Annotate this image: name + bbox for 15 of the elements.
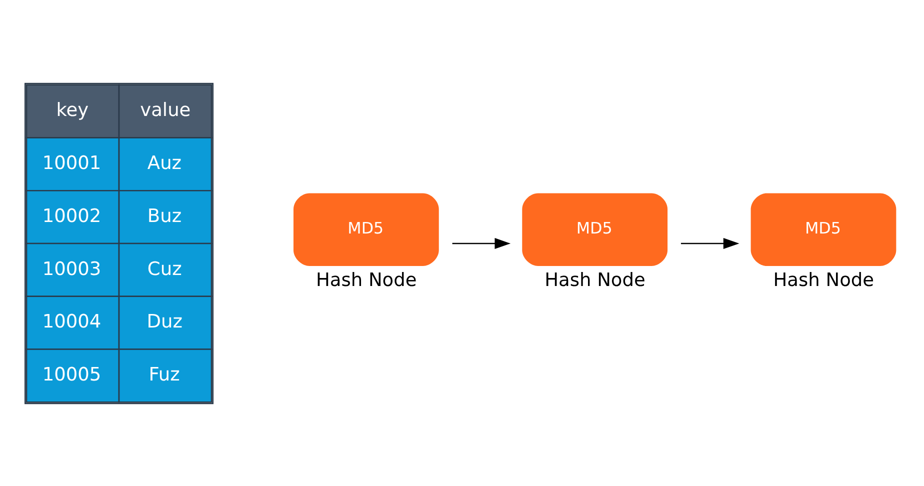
label: Cuz bbox=[147, 258, 182, 280]
label: Duz bbox=[146, 311, 182, 332]
label: 10005 bbox=[42, 364, 102, 386]
node-label: Hash Node bbox=[316, 270, 417, 291]
label: key bbox=[56, 100, 89, 121]
label: Fuz bbox=[148, 364, 180, 386]
label: value bbox=[140, 100, 191, 121]
label: 10002 bbox=[42, 205, 102, 226]
label: Buz bbox=[147, 205, 182, 226]
label: 10001 bbox=[42, 152, 102, 174]
label: 10004 bbox=[42, 311, 102, 332]
node-label: Hash Node bbox=[544, 270, 646, 291]
node-label: Hash Node bbox=[773, 270, 874, 291]
label: Auz bbox=[147, 152, 182, 174]
label: 10003 bbox=[42, 258, 102, 280]
